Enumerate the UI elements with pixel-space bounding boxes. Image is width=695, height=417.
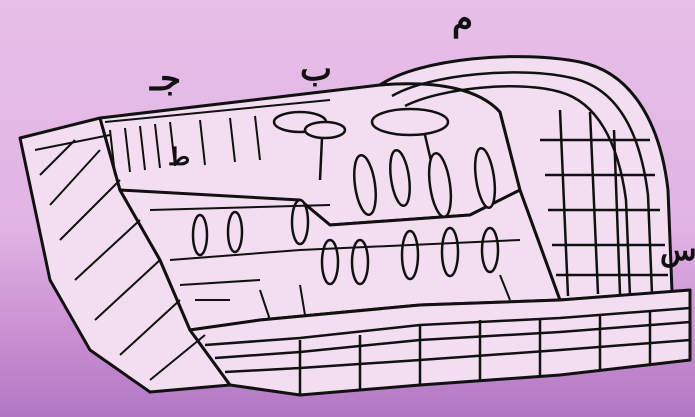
label-baa: ب — [300, 52, 332, 86]
label-taa: ط — [168, 145, 190, 169]
label-jeem: جـ — [150, 62, 181, 96]
label-alif: م — [452, 2, 473, 36]
label-seen: س — [660, 236, 695, 266]
